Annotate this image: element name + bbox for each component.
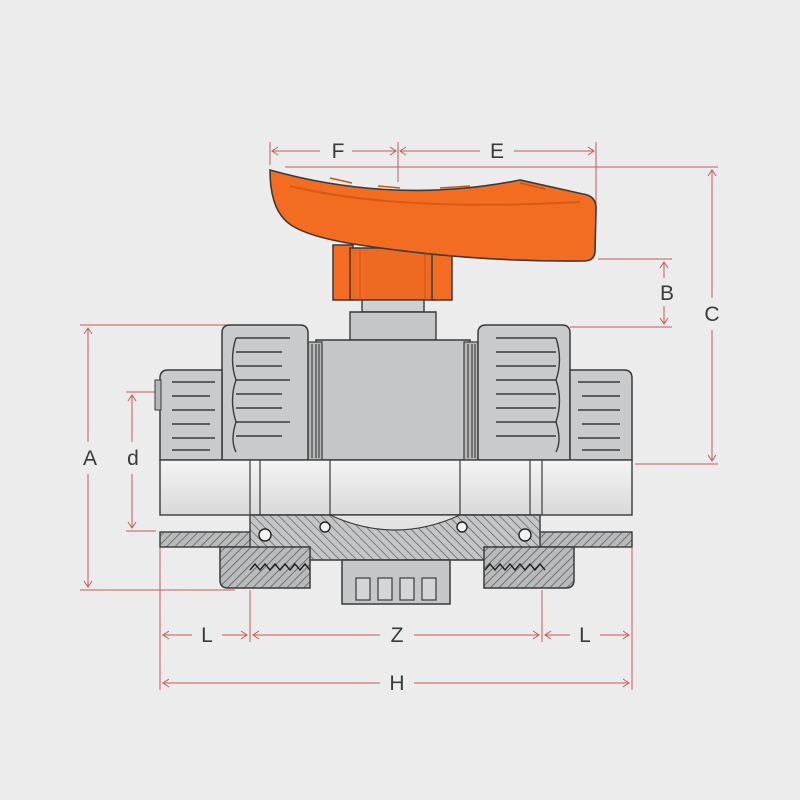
section-view [159,514,633,605]
dimension-lines [83,146,717,688]
label-B: B [660,282,674,305]
handle [269,168,597,301]
valve-body [307,339,479,461]
label-H: H [389,672,404,695]
label-E: E [490,140,504,163]
stem-neck [349,299,437,341]
label-C: C [704,303,719,326]
right-union-nut [477,324,571,461]
label-F: F [332,140,345,163]
right-end-connector [569,369,633,461]
label-Z: Z [391,624,404,647]
label-L-left: L [201,624,213,647]
pipe-bore [159,459,633,516]
extension-lines [80,142,718,690]
label-L-right: L [579,624,591,647]
left-union-nut [221,324,309,461]
dimension-labels: F E B C A d L Z L H [83,140,720,695]
label-d: d [127,447,139,470]
left-end-connector [154,369,223,461]
label-A: A [83,447,97,470]
